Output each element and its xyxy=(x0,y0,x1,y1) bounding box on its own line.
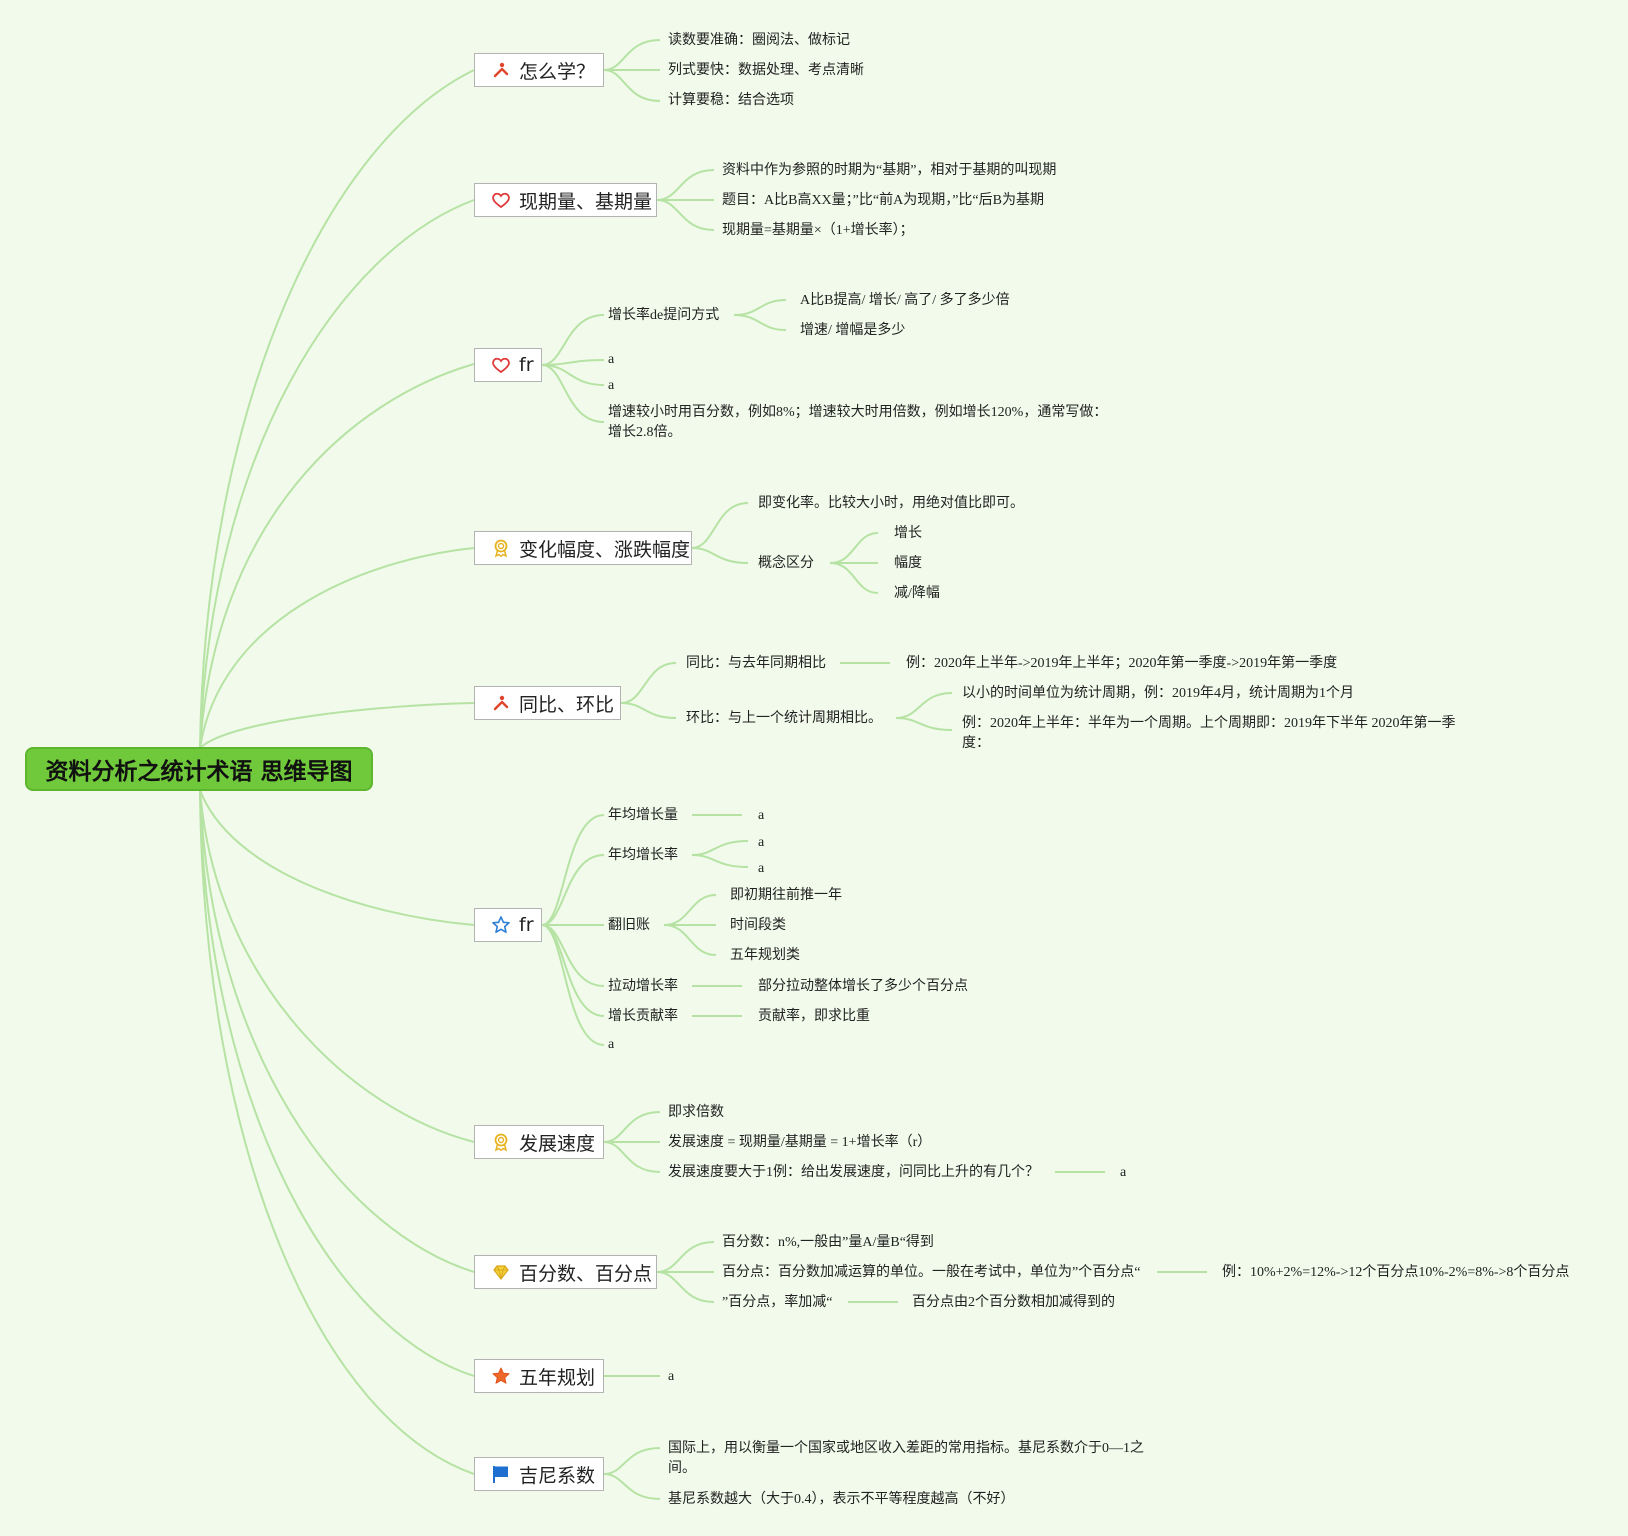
node-growth-speed[interactable]: 增速/ 增幅是多少 xyxy=(800,323,906,338)
topic-label: 现期量、基期量 xyxy=(519,190,653,213)
node-current-formula[interactable]: 现期量=基期量×（1+增长率）； xyxy=(722,223,914,238)
node-contribution-rate[interactable]: 增长贡献率 xyxy=(608,1009,678,1024)
node-pull-growth[interactable]: 拉动增长率 xyxy=(608,979,678,994)
node-yoy[interactable]: 同比：与去年同期相比 xyxy=(686,656,826,671)
node-percentage-def[interactable]: 百分数：n%,一般由”量A/量B“得到 xyxy=(722,1235,934,1250)
topic-fr-annual[interactable]: fr xyxy=(474,908,542,942)
star-filled-icon xyxy=(491,1366,511,1386)
node-time-period[interactable]: 时间段类 xyxy=(730,918,786,933)
node-percent-point-def[interactable]: 百分点：百分数加减运算的单位。一般在考试中，单位为”个百分点“ xyxy=(722,1265,1141,1280)
node-placeholder-a[interactable]: a xyxy=(758,835,765,850)
node-contribution-def[interactable]: 贡献率，即求比重 xyxy=(758,1009,870,1024)
node-placeholder-a[interactable]: a xyxy=(758,861,765,876)
node-concept-distinction[interactable]: 概念区分 xyxy=(758,556,814,571)
node-placeholder-a[interactable]: a xyxy=(668,1369,675,1384)
topic-label: 五年规划 xyxy=(519,1366,596,1389)
node-fast-formula[interactable]: 列式要快：数据处理、考点清晰 xyxy=(668,63,864,78)
star-outline-icon xyxy=(491,915,511,935)
heart-icon xyxy=(491,190,511,210)
node-gini-def[interactable]: 国际上，用以衡量一个国家或地区收入差距的常用指标。基尼系数介于0—1之间。 xyxy=(668,1441,1144,1476)
medal-icon xyxy=(491,1132,511,1152)
node-placeholder-a[interactable]: a xyxy=(758,808,765,823)
node-growth-notation[interactable]: 增速较小时用百分数，例如8%；增速较大时用倍数，例如增长120%，通常写做：增长… xyxy=(608,405,1108,440)
topic-change-range[interactable]: 变化幅度、涨跌幅度 xyxy=(474,531,692,565)
node-percent-point-origin[interactable]: 百分点由2个百分数相加减得到的 xyxy=(912,1295,1115,1310)
heart-icon xyxy=(491,355,511,375)
node-range[interactable]: 幅度 xyxy=(894,556,922,571)
node-placeholder-a[interactable]: a xyxy=(608,352,615,367)
node-placeholder-a[interactable]: a xyxy=(1120,1165,1127,1180)
medal-icon xyxy=(491,538,511,558)
node-placeholder-a[interactable]: a xyxy=(608,378,615,393)
topic-gini-coefficient[interactable]: 吉尼系数 xyxy=(474,1457,604,1491)
topic-label: 发展速度 xyxy=(519,1132,596,1155)
topic-label: 吉尼系数 xyxy=(519,1464,596,1487)
node-find-multiple[interactable]: 即求倍数 xyxy=(668,1105,724,1120)
node-old-accounts[interactable]: 翻旧账 xyxy=(608,918,650,933)
topic-how-to-learn[interactable]: 怎么学？ xyxy=(474,53,604,87)
node-gini-meaning[interactable]: 基尼系数越大（大于0.4），表示不平等程度越高（不好） xyxy=(668,1492,1015,1507)
node-annual-growth-amount[interactable]: 年均增长量 xyxy=(608,808,678,823)
topic-fr-growth[interactable]: fr xyxy=(474,348,542,382)
topic-label: 怎么学？ xyxy=(519,60,596,83)
node-growth-question[interactable]: 增长率de提问方式 xyxy=(608,308,720,323)
node-initial-period[interactable]: 即初期往前推一年 xyxy=(730,888,842,903)
tools-icon xyxy=(491,60,511,80)
node-times-more[interactable]: A比B提高/ 增长/ 高了/ 多了多少倍 xyxy=(800,293,1010,308)
node-stable-calc[interactable]: 计算要稳：结合选项 xyxy=(668,93,794,108)
diamond-icon xyxy=(491,1262,511,1282)
node-mom-period[interactable]: 以小的时间单位为统计周期，例：2019年4月，统计周期为1个月 xyxy=(962,686,1354,701)
node-base-period-def[interactable]: 资料中作为参照的时期为“基期”，相对于基期的叫现期 xyxy=(722,163,1057,178)
node-speed-above-one[interactable]: 发展速度要大于1例：给出发展速度，问同比上升的有几个？ xyxy=(668,1165,1039,1180)
topic-current-base-period[interactable]: 现期量、基期量 xyxy=(474,183,657,217)
node-mom[interactable]: 环比：与上一个统计周期相比。 xyxy=(686,711,882,726)
node-read-accurately[interactable]: 读数要准确：圈阅法、做标记 xyxy=(668,33,850,48)
topic-label: 百分数、百分点 xyxy=(519,1262,653,1285)
node-speed-formula[interactable]: 发展速度 = 现期量/基期量 = 1+增长率（r） xyxy=(668,1135,932,1150)
flag-icon xyxy=(491,1464,511,1484)
topic-label: 同比、环比 xyxy=(519,693,615,716)
topic-label: 变化幅度、涨跌幅度 xyxy=(519,538,691,561)
node-increase[interactable]: 增长 xyxy=(894,526,922,541)
node-question-form[interactable]: 题目：A比B高XX量；”比“前A为现期，”比“后B为基期 xyxy=(722,193,1044,208)
topic-label: fr xyxy=(519,914,534,936)
node-decrease[interactable]: 减/降幅 xyxy=(894,586,940,601)
topic-label: fr xyxy=(519,354,534,376)
topic-yoy-mom[interactable]: 同比、环比 xyxy=(474,686,621,720)
tools-icon xyxy=(491,693,511,713)
node-rate-add-subtract[interactable]: ”百分点，率加减“ xyxy=(722,1295,833,1310)
node-change-rate[interactable]: 即变化率。比较大小时，用绝对值比即可。 xyxy=(758,496,1024,511)
node-percent-point-example[interactable]: 例：10%+2%=12%->12个百分点10%-2%=8%->8个百分点 xyxy=(1222,1265,1570,1280)
topic-development-speed[interactable]: 发展速度 xyxy=(474,1125,604,1159)
node-annual-growth-rate[interactable]: 年均增长率 xyxy=(608,848,678,863)
node-placeholder-a[interactable]: a xyxy=(608,1037,615,1052)
root-topic[interactable]: 资料分析之统计术语 思维导图 xyxy=(25,747,373,791)
topic-percent-points[interactable]: 百分数、百分点 xyxy=(474,1255,657,1289)
node-five-year-type[interactable]: 五年规划类 xyxy=(730,948,800,963)
topic-five-year-plan[interactable]: 五年规划 xyxy=(474,1359,604,1393)
node-mom-example[interactable]: 例：2020年上半年：半年为一个周期。上个周期即：2019年下半年 2020年第… xyxy=(962,716,1456,751)
node-pull-growth-def[interactable]: 部分拉动整体增长了多少个百分点 xyxy=(758,979,968,994)
node-yoy-example[interactable]: 例：2020年上半年->2019年上半年；2020年第一季度->2019年第一季… xyxy=(906,656,1338,671)
